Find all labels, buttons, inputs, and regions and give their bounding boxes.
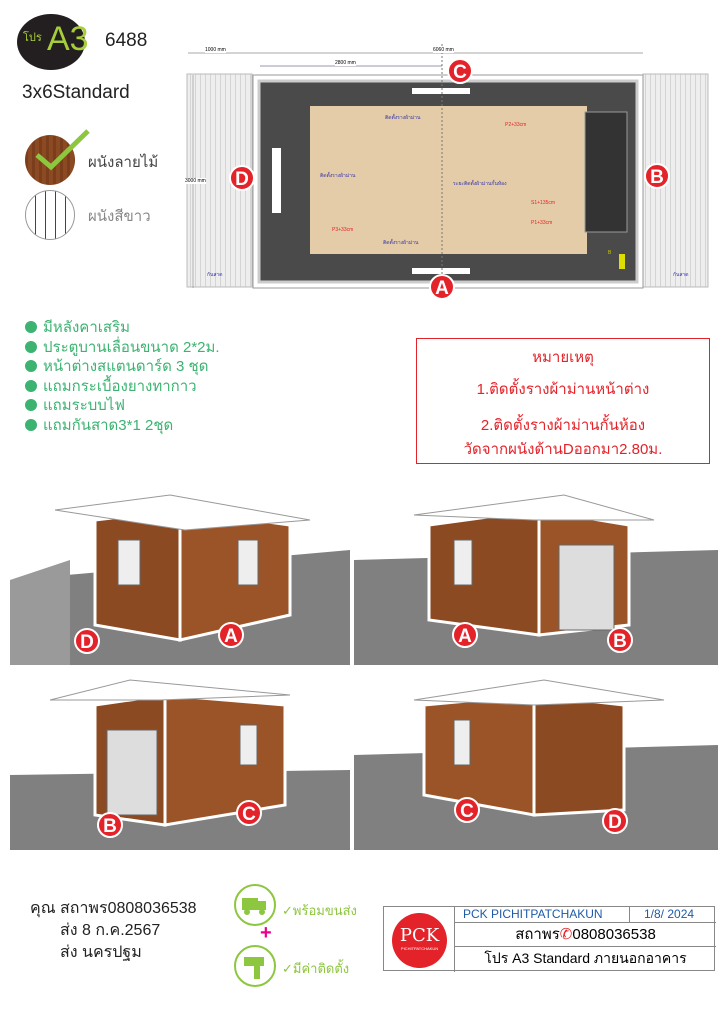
logo-subtext: PICHITPATCHAKUN <box>400 946 439 951</box>
partition-label: ระยะติดตั้งผ้าม่านกั้นห้อง <box>453 181 507 187</box>
promo-badge: โปร A3 <box>17 14 89 70</box>
p1-label: P1+33cm <box>531 220 553 226</box>
container-render <box>10 494 350 665</box>
side-marker-c: C <box>447 58 473 84</box>
feature-item: หน้าต่างสแตนดาร์ด 3 ชุด <box>25 357 220 377</box>
awning-label-left: กันสาด <box>207 272 223 278</box>
b-label: B <box>608 250 612 256</box>
customer-name: คุณ สถาพร0808036538 <box>30 900 197 917</box>
overhang-dimension: 1000 mm <box>205 47 226 53</box>
feature-item: มีหลังคาเสริม <box>25 318 220 338</box>
wood-wall-label: ผนังลายไม้ <box>88 154 159 171</box>
container-render <box>354 679 718 850</box>
promo-code: A3 <box>47 20 89 58</box>
p3-label: P3+33cm <box>332 227 354 233</box>
promo-prefix: โปร <box>23 32 42 44</box>
white-wall-label: ผนังสีขาว <box>88 208 151 225</box>
logo-text: PCK <box>399 925 440 946</box>
product-name: โปร A3 Standard ภายนอกอาคาร <box>484 950 687 966</box>
rail-label-c: ติดตั้งรางผ้าม่าน <box>385 115 421 121</box>
render-view-bc: B C <box>10 675 350 850</box>
ship-to: ส่ง นครปฐม <box>60 944 142 961</box>
side-marker: C <box>454 797 480 823</box>
side-marker: D <box>74 628 100 654</box>
truck-icon <box>234 884 276 926</box>
delivery-label: ✓พร้อมขนส่ง <box>282 903 357 918</box>
render-view-cd: C D <box>354 675 718 850</box>
side-marker: B <box>607 627 633 653</box>
feature-list: มีหลังคาเสริม ประตูบานเลื่อนขนาด 2*2ม. ห… <box>25 318 220 435</box>
notes-box: หมายเหตุ 1.ติดตั้งรางผ้าม่านหน้าต่าง 2.ต… <box>416 338 710 464</box>
side-marker-a: A <box>429 274 455 300</box>
phone-icon: ✆ <box>559 926 573 943</box>
side-marker: C <box>236 800 262 826</box>
card-date: 1/8/ 2024 <box>644 907 695 921</box>
notes-line: วัดจากผนังด้านDออกมา2.80ม. <box>463 441 663 458</box>
plus-icon: + <box>260 922 272 944</box>
model-size: 3x6Standard <box>22 82 130 103</box>
install-text: มีค่าติดตั้ง <box>292 961 350 976</box>
notes-line: 1.ติดตั้งรางผ้าม่านหน้าต่าง <box>476 381 650 398</box>
render-view-ab: A B <box>354 490 718 665</box>
ship-date: ส่ง 8 ก.ค.2567 <box>60 922 161 939</box>
side-marker: B <box>97 812 123 838</box>
p2-label: P2+33cm <box>505 122 527 128</box>
install-label: ✓มีค่าติดตั้ง <box>282 961 350 976</box>
container-render <box>10 679 350 850</box>
phone-number: 0808036538 <box>572 926 656 943</box>
feature-item: แถมระบบไฟ <box>25 396 220 416</box>
s1-label: S1+135cm <box>531 200 556 206</box>
wood-wall-swatch[interactable] <box>25 129 90 185</box>
white-wall-swatch[interactable] <box>25 190 75 240</box>
rail-label-d: ติดตั้งรางผ้าม่าน <box>320 173 356 179</box>
drill-icon <box>234 945 276 987</box>
length-dimension: 6060 mm <box>433 47 454 53</box>
model-number: 6488 <box>105 30 148 51</box>
contact-name: สถาพร <box>515 926 560 943</box>
side-marker: A <box>218 622 244 648</box>
company-name: PCK PICHITPATCHAKUN <box>455 907 630 922</box>
width-dimension: 3000 mm <box>185 178 206 184</box>
awning-label-right: กันสาด <box>673 272 689 278</box>
side-marker: D <box>602 808 628 834</box>
render-view-da: D A <box>10 490 350 665</box>
side-marker-d: D <box>229 165 255 191</box>
check-icon <box>35 129 90 171</box>
floor-plan: 1000 mm 6060 mm 2800 mm 3000 mm ติดตั้งร… <box>185 44 715 300</box>
feature-item: ประตูบานเลื่อนขนาด 2*2ม. <box>25 338 220 358</box>
floor-plan-drawing <box>186 44 709 294</box>
container-render <box>354 494 718 665</box>
notes-title: หมายเหตุ <box>532 349 594 366</box>
customer-info: คุณ สถาพร0808036538 ส่ง 8 ก.ค.2567 ส่ง น… <box>30 898 197 964</box>
partition-dimension: 2800 mm <box>335 60 356 66</box>
side-marker-b: B <box>644 163 670 189</box>
notes-line: 2.ติดตั้งรางผ้าม่านกั้นห้อง <box>480 417 646 434</box>
feature-item: แถมกระเบื้องยางทากาว <box>25 377 220 397</box>
feature-item: แถมกันสาด3*1 2ชุด <box>25 416 220 436</box>
rail-label-a: ติดตั้งรางผ้าม่าน <box>383 240 419 246</box>
side-marker: A <box>452 622 478 648</box>
delivery-text: พร้อมขนส่ง <box>292 903 357 918</box>
